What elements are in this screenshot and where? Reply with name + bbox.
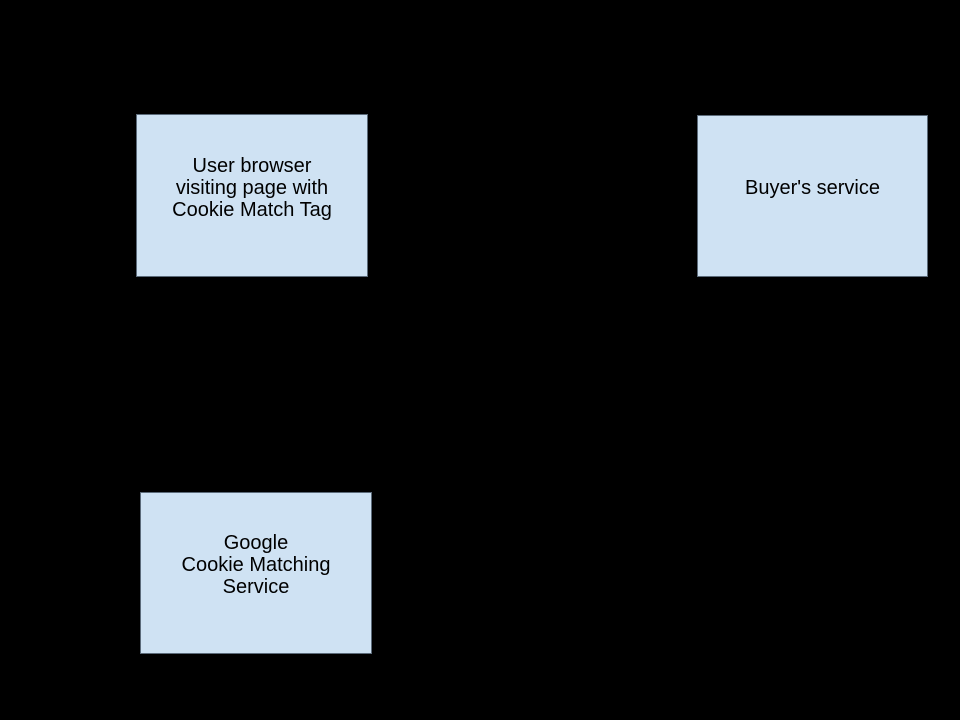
node-buyer-service: Buyer's service (697, 115, 928, 277)
node-user-browser: User browser visiting page with Cookie M… (136, 114, 368, 277)
node-google-cookie-matching-service-label: Google Cookie Matching Service (181, 532, 331, 598)
node-user-browser-label: User browser visiting page with Cookie M… (172, 154, 332, 221)
node-google-cookie-matching-service: Google Cookie Matching Service (140, 492, 372, 654)
node-buyer-service-label: Buyer's service (745, 177, 880, 199)
